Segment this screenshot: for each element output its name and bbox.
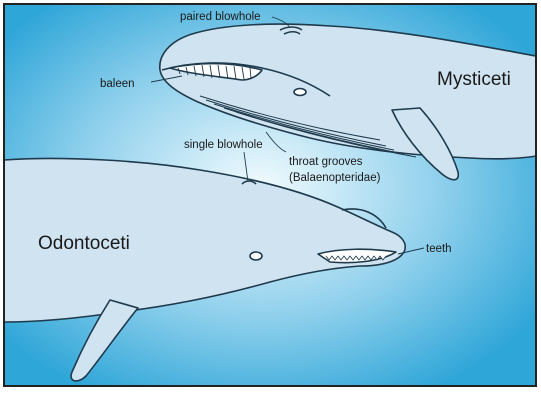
odontoceti-eye (250, 252, 262, 260)
label-paired-blowhole: paired blowhole (180, 11, 261, 23)
label-teeth: teeth (426, 243, 452, 255)
label-throat-grooves: throat grooves (289, 156, 363, 168)
label-single-blowhole: single blowhole (184, 139, 263, 151)
mysticeti-eye (294, 89, 306, 96)
label-odontoceti: Odontoceti (38, 233, 130, 254)
label-baleen: baleen (100, 78, 135, 90)
label-balaenopteridae: (Balaenopteridae) (289, 172, 381, 184)
label-mysticeti: Mysticeti (437, 69, 511, 90)
